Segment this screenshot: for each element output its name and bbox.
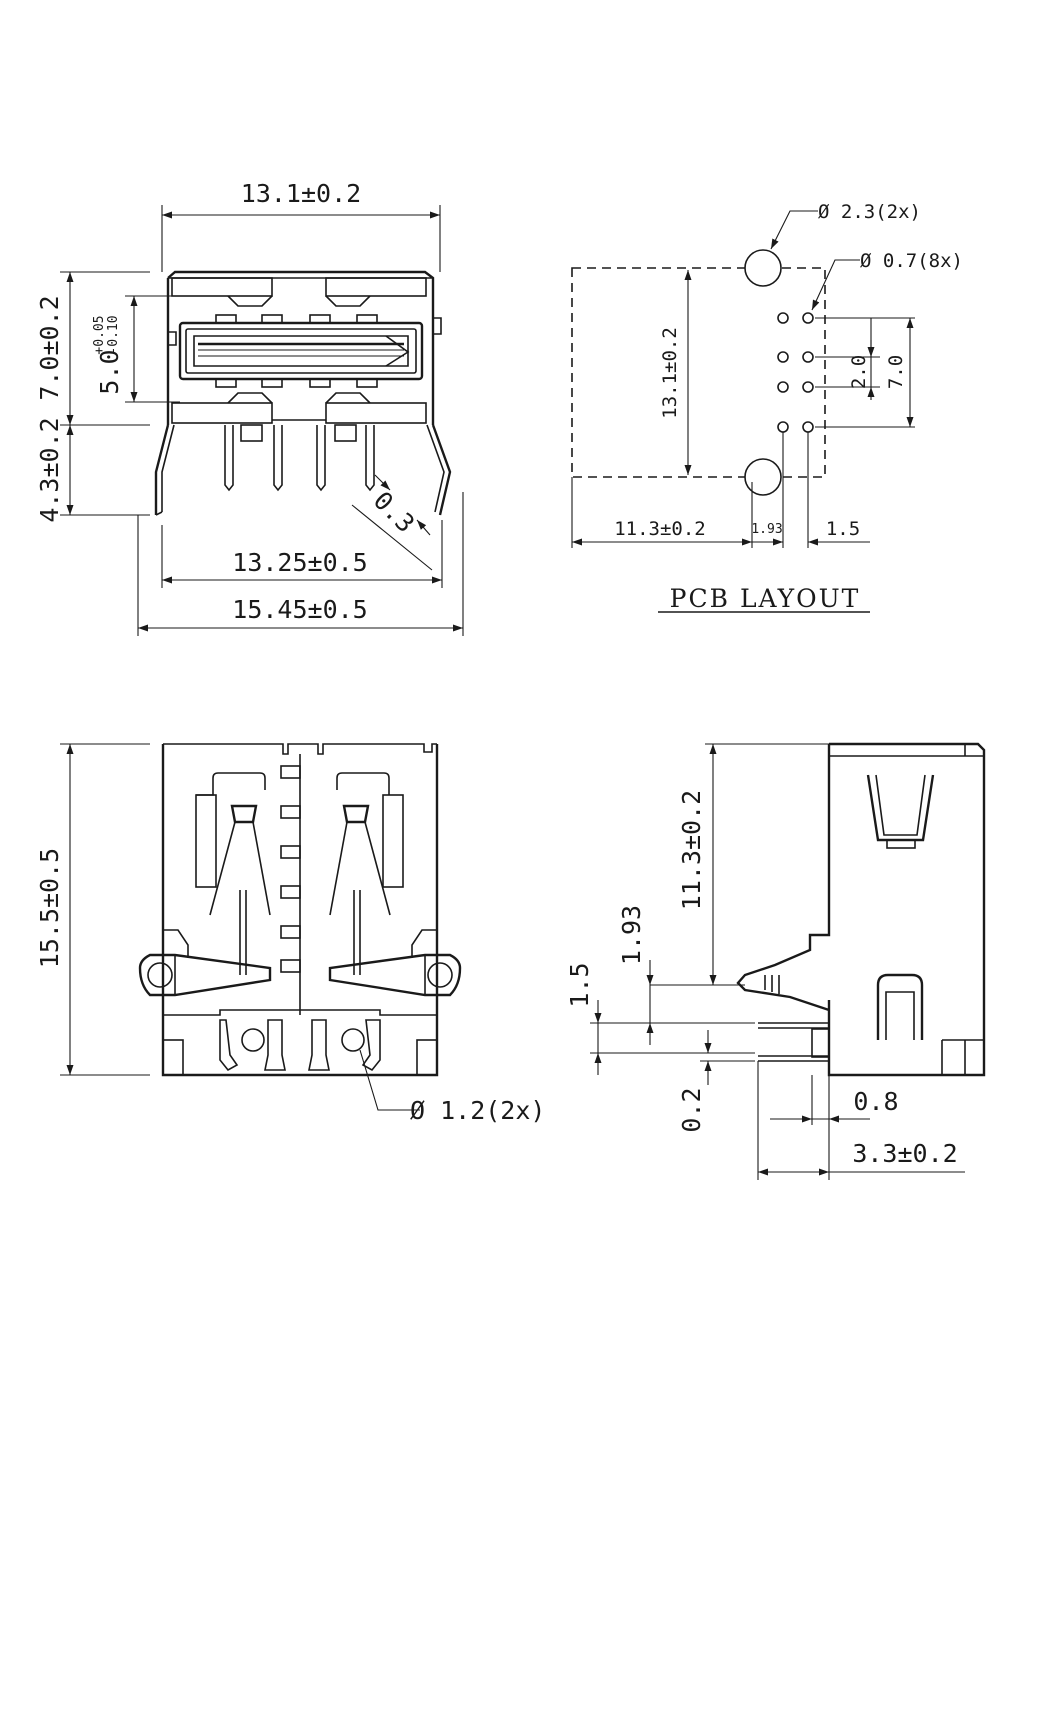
center-notches bbox=[280, 765, 301, 973]
front-view bbox=[154, 270, 452, 516]
dim-width-top: 13.1±0.2 bbox=[241, 179, 361, 208]
front-dimensions: 13.1±0.2 7.0±0.2 5.0 +0.05 -0.10 4.3±0.2… bbox=[35, 179, 464, 636]
pcb-dimensions: Ø 2.3(2x) Ø 0.7(8x) 13.1±0.2 2.0 7.0 11.… bbox=[614, 201, 963, 540]
dim-port-tol-lower: -0.10 bbox=[106, 315, 121, 354]
top-shell bbox=[161, 744, 439, 1077]
dim-port-height: 5.0 bbox=[95, 349, 124, 394]
dim-leg-height: 4.3±0.2 bbox=[35, 417, 64, 522]
dim-lead-width: 0.3 bbox=[368, 486, 420, 538]
dim-port-tol-upper: +0.05 bbox=[92, 315, 107, 354]
top-view-dimensions: 15.5±0.5 Ø 1.2(2x) bbox=[35, 743, 545, 1125]
pcb-layout-title: PCB LAYOUT bbox=[670, 584, 861, 613]
side-view-dimensions: 11.3±0.2 1.93 1.5 0.2 0.8 3.3±0.2 bbox=[565, 743, 965, 1180]
usb-port-outline bbox=[178, 321, 424, 381]
side-view bbox=[736, 742, 986, 1077]
dim-pcb-height: 13.1±0.2 bbox=[659, 327, 681, 419]
dim-hole-small: Ø 0.7(8x) bbox=[860, 250, 963, 272]
dim-side-33: 3.3±0.2 bbox=[852, 1139, 957, 1168]
peg-hole-right bbox=[341, 1028, 365, 1052]
dim-side-15: 1.5 bbox=[565, 962, 594, 1007]
small-holes bbox=[777, 312, 814, 433]
right-leg bbox=[431, 424, 452, 516]
large-hole-bottom bbox=[744, 458, 782, 496]
large-hole-top bbox=[744, 249, 782, 287]
front-shell bbox=[166, 270, 435, 425]
dim-top-length: 15.5±0.5 bbox=[35, 848, 64, 968]
pcb-layout: PCB LAYOUT bbox=[571, 210, 915, 613]
peg-hole-left bbox=[241, 1028, 265, 1052]
top-view-pins bbox=[219, 1019, 381, 1072]
dim-hole-large: Ø 2.3(2x) bbox=[818, 201, 921, 223]
dim-side-193: 1.93 bbox=[617, 905, 646, 965]
pcb-outline bbox=[571, 267, 826, 478]
dim-offset-main: 11.3±0.2 bbox=[614, 518, 706, 540]
side-shell bbox=[736, 742, 986, 1077]
dim-side-02: 0.2 bbox=[677, 1087, 706, 1132]
left-leg bbox=[154, 424, 170, 515]
dim-side-08: 0.8 bbox=[853, 1087, 898, 1116]
dim-width-bottom: 15.45±0.5 bbox=[232, 595, 367, 624]
dim-peg-hole: Ø 1.2(2x) bbox=[410, 1096, 545, 1125]
dim-side-length: 11.3±0.2 bbox=[677, 790, 706, 910]
dim-offset-a: 1.93 bbox=[751, 522, 782, 537]
front-pins bbox=[224, 425, 375, 492]
top-view bbox=[138, 743, 462, 1111]
dim-height-total: 7.0±0.2 bbox=[35, 295, 64, 400]
dim-width-mid: 13.25±0.5 bbox=[232, 548, 367, 577]
dim-offset-b: 1.5 bbox=[826, 518, 860, 540]
dim-pitch-small: 2.0 bbox=[848, 355, 870, 389]
dim-pitch-large: 7.0 bbox=[885, 355, 907, 389]
